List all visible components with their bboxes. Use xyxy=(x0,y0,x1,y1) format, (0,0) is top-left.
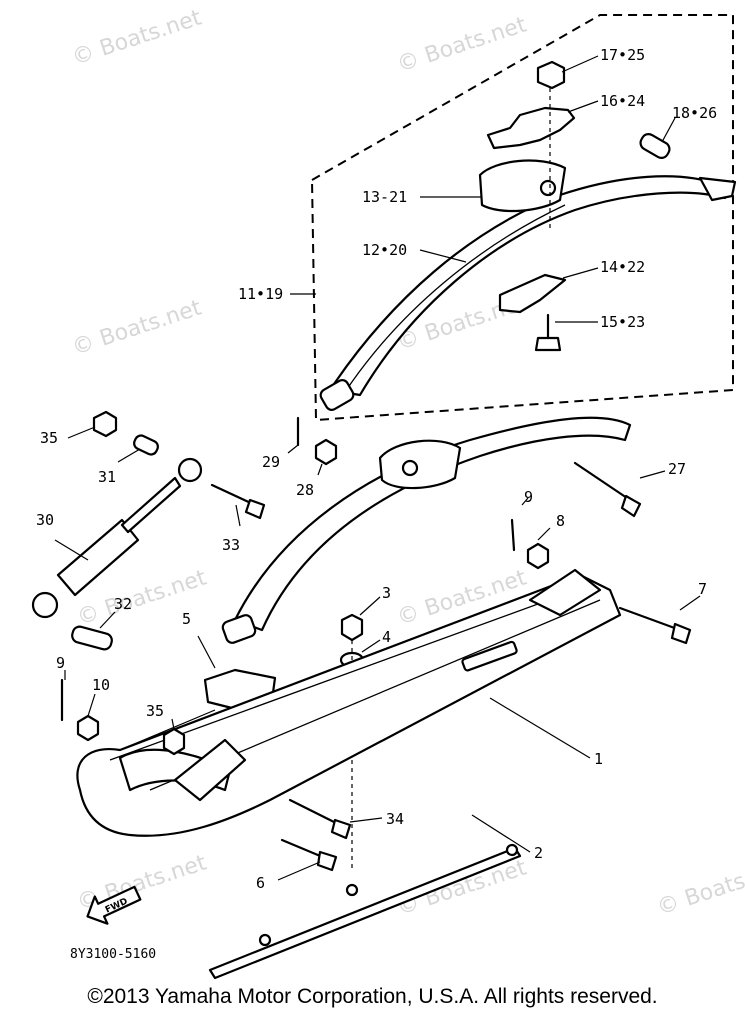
shock-nut-bottom xyxy=(162,727,186,756)
callout-7: 7 xyxy=(698,580,707,598)
copyright-notice: ©2013 Yamaha Motor Corporation, U.S.A. A… xyxy=(87,985,658,1008)
ski-nut xyxy=(340,613,364,642)
callout-29: 29 xyxy=(262,453,280,471)
callout-15-23: 15•23 xyxy=(600,313,645,331)
ski-bolt-center xyxy=(288,798,352,840)
callout-3: 3 xyxy=(382,584,391,602)
ski xyxy=(76,568,622,837)
callout-1: 1 xyxy=(594,750,603,768)
callout-28: 28 xyxy=(296,481,314,499)
shock-collar-bottom xyxy=(71,625,113,651)
through-bolt xyxy=(573,461,642,518)
callout-5: 5 xyxy=(182,610,191,628)
ski-nut-right xyxy=(526,542,550,570)
lower-spring-clamp xyxy=(378,439,462,490)
assembly-boundary xyxy=(310,14,734,422)
spring-bracket xyxy=(486,106,576,150)
clamp-bolt xyxy=(539,179,557,197)
callout-13-21: 13-21 xyxy=(362,188,407,206)
callout-9-left: 9 xyxy=(56,654,65,672)
bracket-nut xyxy=(536,60,566,90)
cotter-pin-right xyxy=(510,518,516,552)
callout-8: 8 xyxy=(556,512,565,530)
shock-bolt-top xyxy=(210,483,266,520)
ski-nut-left xyxy=(76,714,100,742)
spring-clamp xyxy=(478,159,567,213)
callout-35-top: 35 xyxy=(40,429,58,447)
ski-runner xyxy=(208,846,522,980)
callout-14-22: 14•22 xyxy=(600,258,645,276)
watermark: © Boats.net xyxy=(654,855,745,920)
spring-plate xyxy=(498,273,567,314)
callout-16-24: 16•24 xyxy=(600,92,645,110)
plate-bolt xyxy=(534,313,562,352)
callout-6: 6 xyxy=(256,874,265,892)
lower-clamp-bolt xyxy=(401,459,419,477)
shock-absorber xyxy=(31,457,203,619)
shock-nut-top xyxy=(92,410,118,438)
callout-11-19: 11•19 xyxy=(238,285,283,303)
ski-bolt-front xyxy=(280,838,338,872)
diagram-part-number: 8Y3100-5160 xyxy=(70,947,156,962)
callout-35-bottom: 35 xyxy=(146,702,164,720)
callout-17-25: 17•25 xyxy=(600,46,645,64)
callout-33: 33 xyxy=(222,536,240,554)
spring-pin xyxy=(639,133,671,159)
callout-27: 27 xyxy=(668,460,686,478)
callout-leaders xyxy=(54,55,701,881)
shock-collar-top xyxy=(133,434,159,456)
clamp-nut xyxy=(314,438,338,466)
watermark: © Boats.net xyxy=(69,295,205,360)
leaf-spring-assembly xyxy=(319,175,737,411)
callout-9-right: 9 xyxy=(524,488,533,506)
callout-4: 4 xyxy=(382,628,391,646)
callout-18-26: 18•26 xyxy=(672,104,717,122)
callout-31: 31 xyxy=(98,468,116,486)
callout-32: 32 xyxy=(114,595,132,613)
ski-bolt-right xyxy=(618,606,692,645)
callout-34: 34 xyxy=(386,810,404,828)
watermark: © Boats.net xyxy=(69,5,205,70)
callout-30: 30 xyxy=(36,511,54,529)
callout-2: 2 xyxy=(534,844,543,862)
callout-labels: 17•25 16•24 18•26 13-21 12•20 14•22 11•1… xyxy=(36,46,717,892)
callout-10: 10 xyxy=(92,676,110,694)
callout-12-20: 12•20 xyxy=(362,241,407,259)
